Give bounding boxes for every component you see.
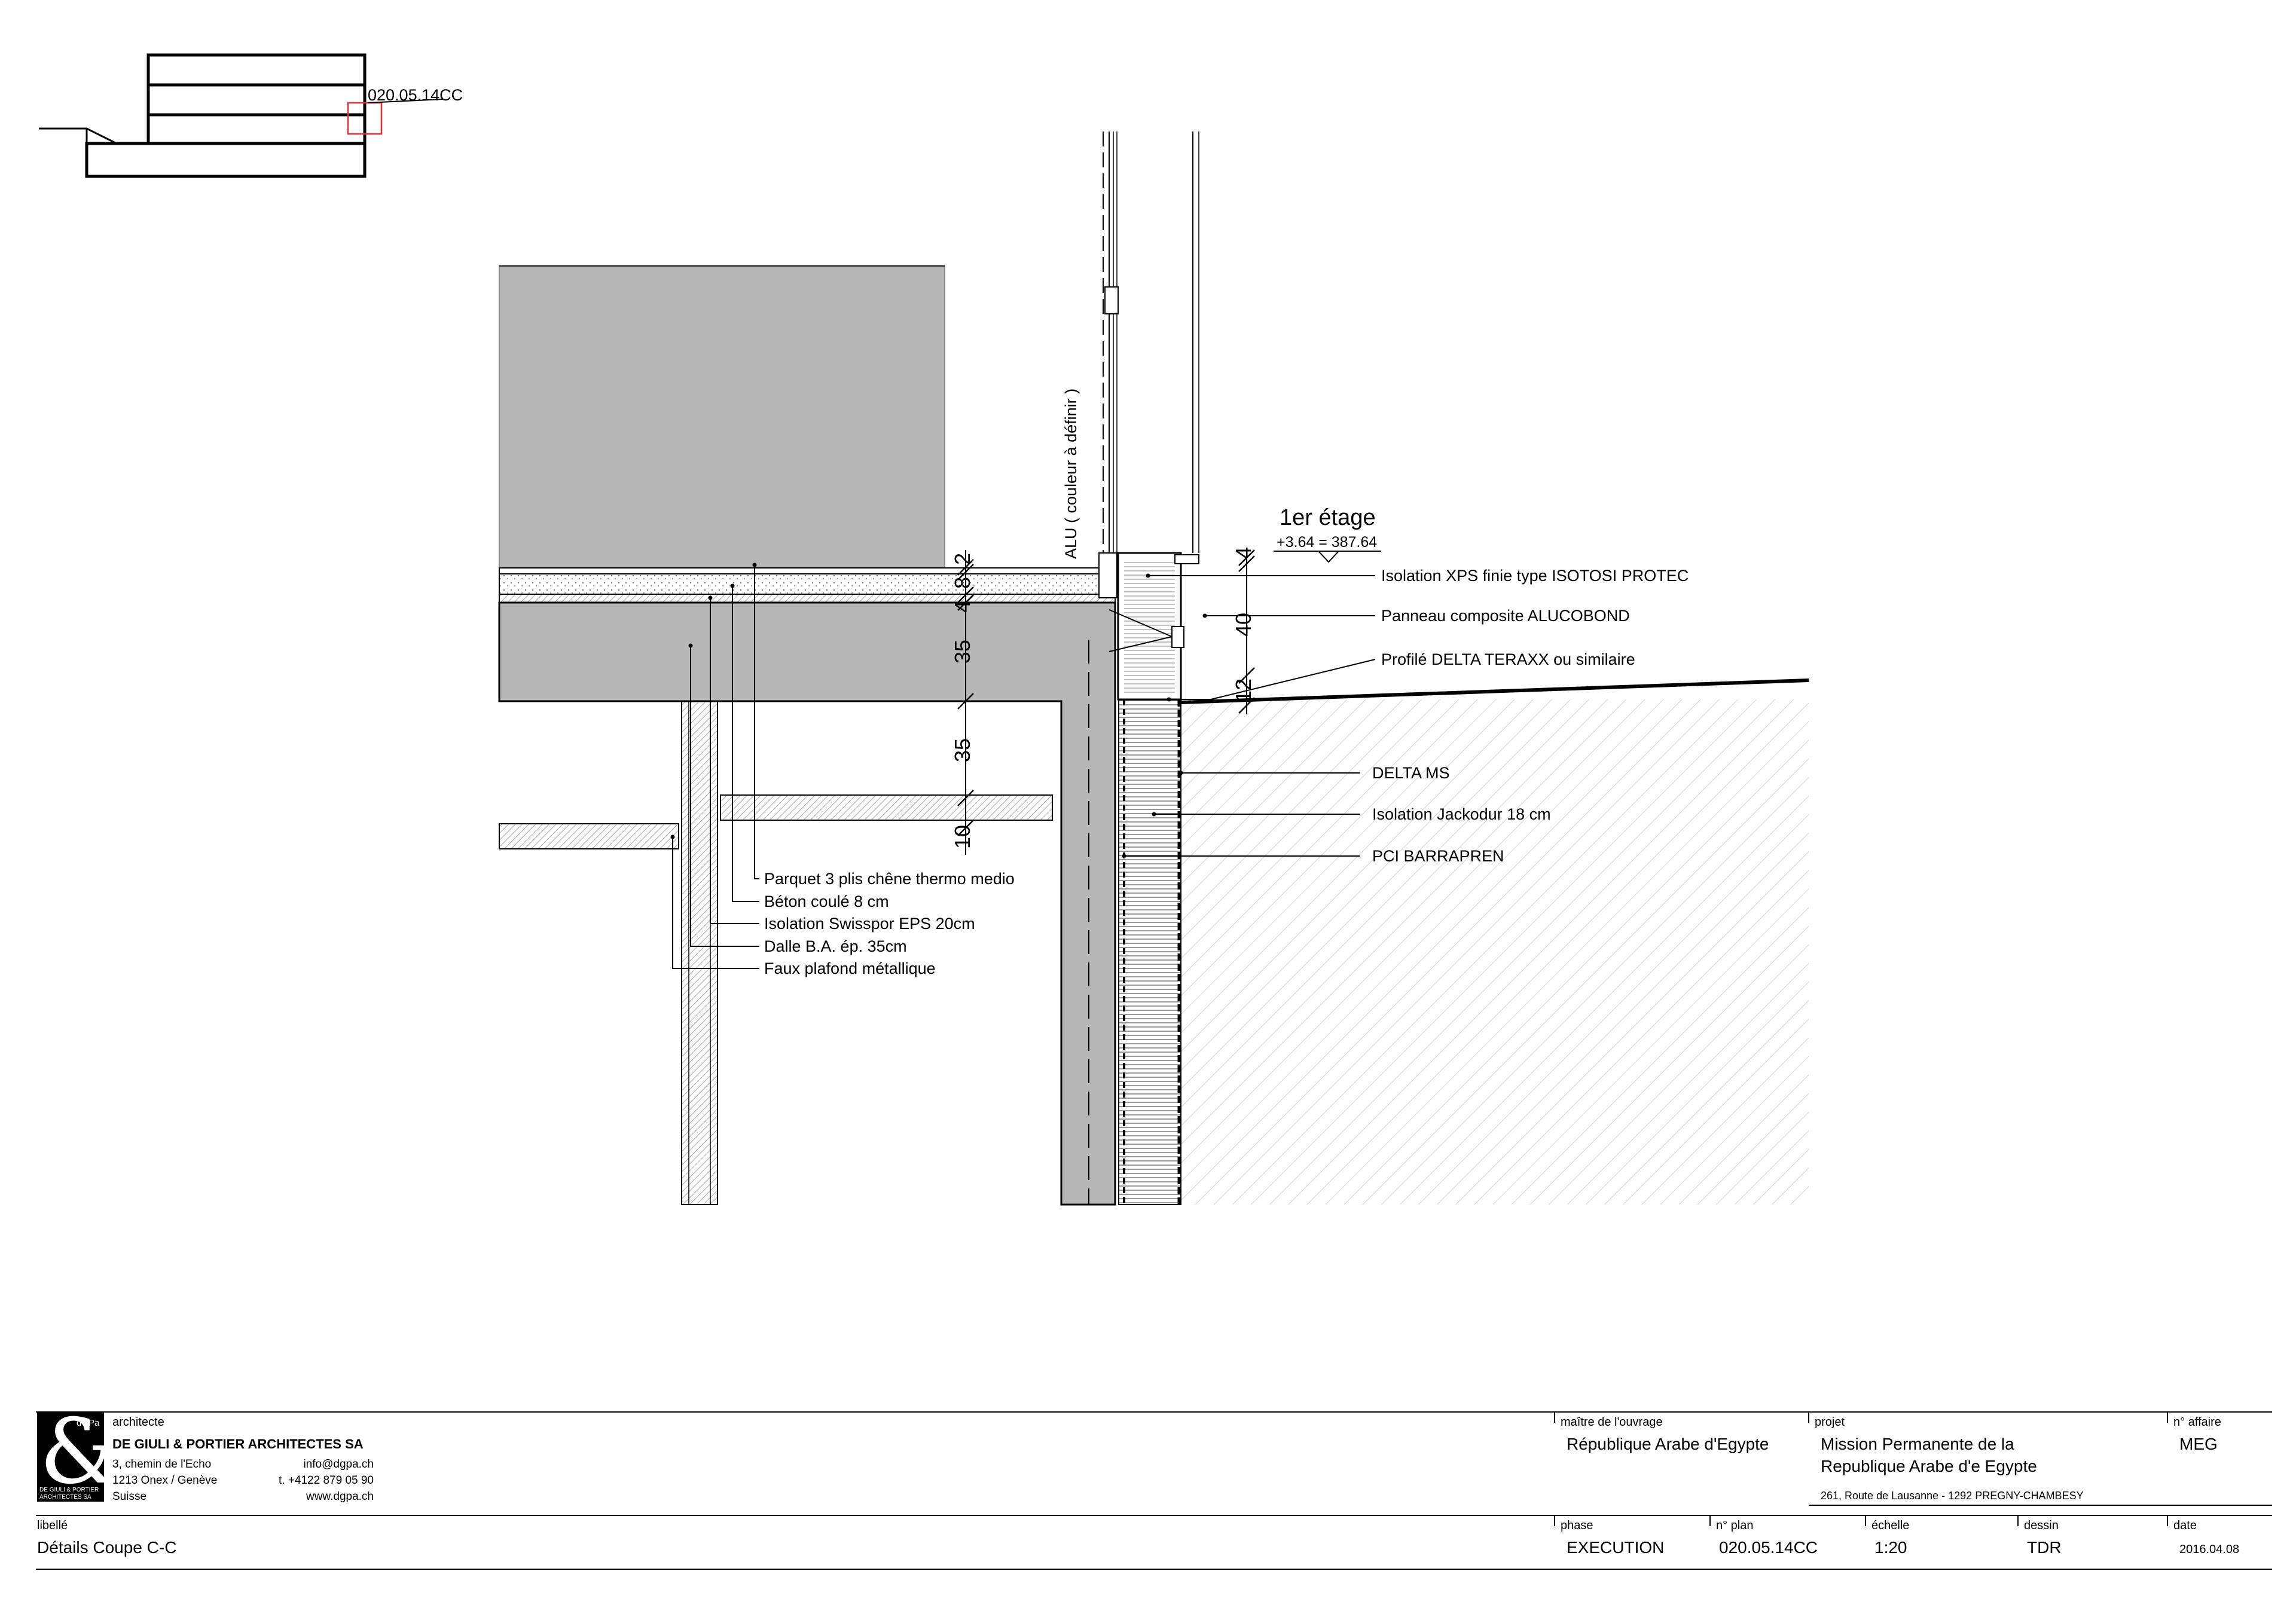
dim-8: 8	[950, 577, 975, 589]
dim-35-void: 35	[950, 738, 975, 762]
echelle-value: 1:20	[1874, 1538, 1907, 1557]
window-sill	[1098, 552, 1118, 598]
label-barrapren: PCI BARRAPREN	[1372, 847, 1504, 865]
date-value: 2016.04.08	[2179, 1543, 2239, 1556]
ceiling-beam	[720, 794, 1053, 821]
firm-name: DE GIULI & PORTIER ARCHITECTES SA	[112, 1436, 364, 1451]
contact-web: www.dgpa.ch	[306, 1490, 374, 1503]
logo-tag: dGPa	[77, 1418, 100, 1428]
phase-label: phase	[1561, 1519, 1593, 1532]
dessin-label: dessin	[2024, 1519, 2059, 1532]
label-faux-plafond: Faux plafond métallique	[764, 959, 936, 977]
label-beton: Béton coulé 8 cm	[764, 893, 889, 910]
title-block: & dGPa DE GIULI & PORTIER ARCHITECTES SA…	[36, 1400, 2272, 1570]
label-delta-teraxx: Profilé DELTA TERAXX ou similaire	[1381, 650, 1635, 668]
label-swisspor: Isolation Swisspor EPS 20cm	[764, 915, 975, 933]
label-dalle: Dalle B.A. ép. 35cm	[764, 937, 907, 955]
projet-line-2: Republique Arabe d'e Egypte	[1821, 1457, 2037, 1475]
plan-value: 020.05.14CC	[1719, 1538, 1818, 1557]
maitre-value: République Arabe d'Egypte	[1567, 1435, 1769, 1453]
soil-hatch	[1181, 699, 1809, 1205]
section-detail: ALU ( couleur à définir ) 1er étage +3.6…	[498, 132, 1809, 1206]
terrain-line	[1180, 678, 1809, 704]
address-line-3: Suisse	[112, 1490, 146, 1503]
projet-line-1: Mission Permanente de la	[1821, 1435, 2014, 1453]
label-jackodur: Isolation Jackodur 18 cm	[1372, 805, 1551, 823]
interior-block	[499, 265, 945, 568]
libelle-value: Détails Coupe C-C	[37, 1538, 176, 1557]
logo-line2: ARCHITECTES SA	[39, 1494, 91, 1500]
level-marker-icon	[1318, 551, 1339, 563]
xps-cap	[1174, 554, 1199, 564]
libelle-label: libellé	[37, 1519, 68, 1532]
key-plan-floor-2	[146, 83, 367, 117]
parquet-layer	[499, 567, 1116, 574]
dim-4: 4	[950, 601, 975, 613]
key-plan: 020.05.14CC	[39, 53, 463, 178]
faux-plafond	[499, 823, 679, 849]
plan-label: n° plan	[1716, 1519, 1754, 1532]
projet-label: projet	[1815, 1416, 1845, 1429]
date-label: date	[2173, 1519, 2197, 1532]
concrete-slab-wall	[498, 601, 1116, 1206]
dim-2: 2	[950, 553, 975, 565]
alu-label: ALU ( couleur à définir )	[1062, 389, 1080, 559]
projet-address: 261, Route de Lausanne - 1292 PREGNY-CHA…	[1821, 1490, 2084, 1502]
logo-line1: DE GIULI & PORTIER	[39, 1487, 99, 1493]
level-name: 1er étage	[1280, 505, 1376, 530]
address-line-1: 3, chemin de l'Echo	[112, 1458, 211, 1471]
key-plan-ref: 020.05.14CC	[368, 86, 463, 104]
firm-logo	[37, 1412, 104, 1502]
label-delta-ms: DELTA MS	[1372, 764, 1450, 782]
jackodur-insulation	[1118, 699, 1181, 1205]
label-alucobond: Panneau composite ALUCOBOND	[1381, 607, 1630, 625]
affaire-value: MEG	[2179, 1435, 2218, 1453]
label-xps: Isolation XPS finie type ISOTOSI PROTEC	[1381, 567, 1689, 585]
dessin-value: TDR	[2027, 1538, 2062, 1557]
dim-10: 10	[950, 825, 975, 849]
logo-glyph: &	[39, 1400, 120, 1504]
echelle-label: échelle	[1871, 1519, 1909, 1532]
screed-layer	[499, 573, 1116, 595]
label-parquet: Parquet 3 plis chêne thermo medio	[764, 870, 1015, 888]
key-plan-detail-marker	[347, 102, 383, 135]
key-plan-floor-3	[146, 53, 367, 87]
window-mullion	[1104, 286, 1119, 314]
level-value: +3.64 = 387.64	[1277, 534, 1377, 551]
key-plan-ground	[85, 142, 367, 178]
dim-4-right: 4	[1231, 547, 1256, 559]
phase-value: EXECUTION	[1567, 1538, 1664, 1557]
maitre-label: maître de l'ouvrage	[1561, 1416, 1663, 1429]
dim-40: 40	[1231, 613, 1256, 637]
interior-wall	[681, 701, 718, 1205]
key-plan-terrain	[39, 127, 117, 145]
key-plan-floor-1	[146, 113, 367, 145]
architecte-label: architecte	[112, 1416, 164, 1429]
dim-12: 12	[1231, 678, 1256, 702]
affaire-label: n° affaire	[2173, 1416, 2221, 1429]
eps-layer	[499, 594, 1116, 603]
dim-35-slab: 35	[950, 640, 975, 664]
address-line-2: 1213 Onex / Genève	[112, 1474, 217, 1487]
contact-email: info@dgpa.ch	[303, 1458, 374, 1471]
contact-phone: t. +4122 879 05 90	[279, 1474, 374, 1487]
